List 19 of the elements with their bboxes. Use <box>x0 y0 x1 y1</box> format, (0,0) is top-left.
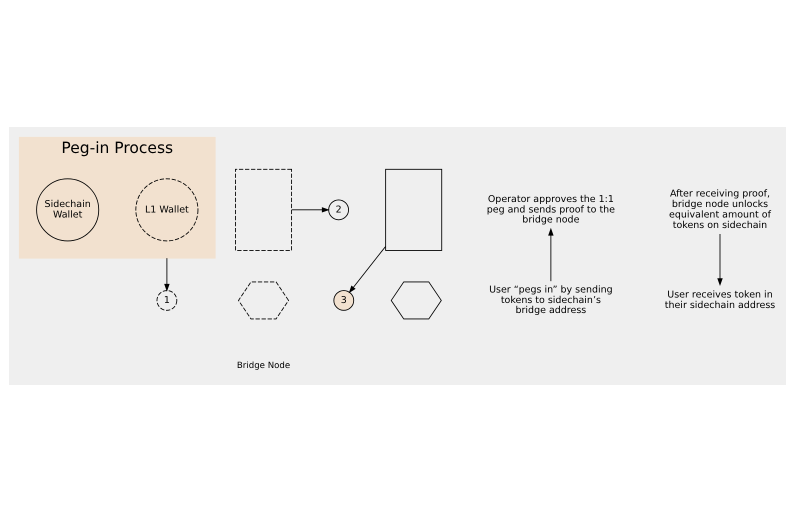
node-box <box>235 168 292 251</box>
label: Bridge Node <box>236 361 290 372</box>
node-text: User “pegs in” by sending tokens to sidechain’s bridge address <box>489 284 613 316</box>
node-hexagon <box>390 281 442 320</box>
arrow <box>717 234 723 286</box>
node-text: Operator approves the 1:1 peg and sends proof to the bridge node <box>486 194 616 226</box>
node-text: User receives token in their sidechain address <box>664 290 776 312</box>
node-circle: 3 <box>333 290 354 311</box>
node-circle: L1 Wallet <box>135 178 198 242</box>
arrow <box>291 207 330 213</box>
node-circle: 2 <box>328 199 349 220</box>
node-text: After receiving proof, bridge node unlocks equivalent amount of tokens on sidechain <box>669 188 771 231</box>
node-circle: Sidechain Wallet <box>36 178 100 242</box>
node-hexagon <box>238 281 290 320</box>
arrow <box>348 246 386 294</box>
node-box <box>385 168 442 251</box>
arrow <box>164 258 170 292</box>
arrow <box>548 228 554 282</box>
node-circle: 1 <box>156 290 178 311</box>
